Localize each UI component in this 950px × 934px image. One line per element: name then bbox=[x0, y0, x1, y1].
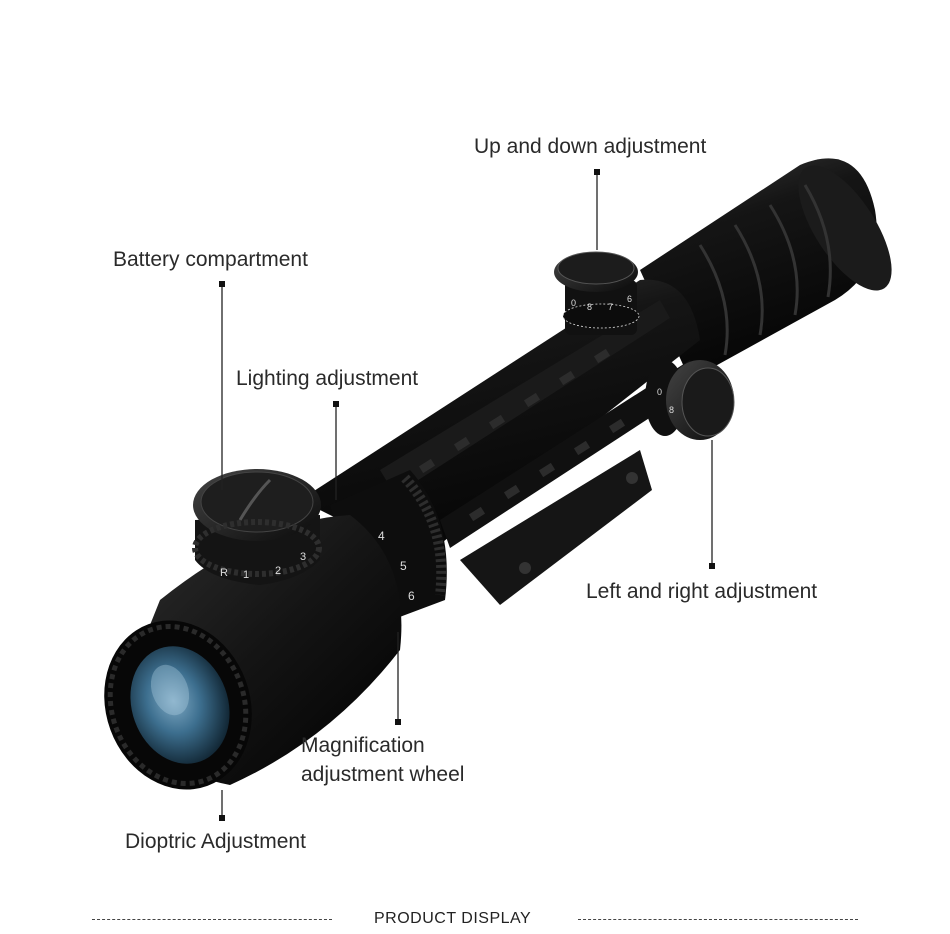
elevation-mark-0: 0 bbox=[571, 298, 576, 308]
illumination-mark-1: 1 bbox=[243, 569, 249, 581]
objective-lens bbox=[104, 620, 252, 790]
callout-lines bbox=[221, 172, 713, 818]
elevation-mark-8: 8 bbox=[587, 302, 592, 312]
eyepiece bbox=[640, 158, 892, 380]
illumination-mark-r: R bbox=[220, 567, 228, 579]
illumination-mark-2: 2 bbox=[275, 565, 281, 577]
label-magnification-line2: adjustment wheel bbox=[301, 763, 465, 786]
windage-turret: 0 8 bbox=[645, 360, 735, 440]
label-battery-compartment: Battery compartment bbox=[113, 248, 308, 271]
elevation-turret: 0 8 7 6 bbox=[554, 251, 640, 335]
magnification-mark-4: 4 bbox=[378, 529, 385, 543]
elevation-mark-6: 6 bbox=[627, 294, 632, 304]
label-magnification-line1: Magnification bbox=[301, 734, 425, 757]
elevation-mark-7: 7 bbox=[608, 302, 613, 312]
windage-mark-0: 0 bbox=[657, 387, 662, 397]
picatinny-rail bbox=[380, 300, 700, 548]
footer-divider-left bbox=[92, 919, 332, 920]
label-left-right-adjustment: Left and right adjustment bbox=[586, 580, 818, 603]
mount-base bbox=[460, 450, 652, 605]
windage-mark-8: 8 bbox=[669, 405, 674, 415]
footer-title: PRODUCT DISPLAY bbox=[374, 910, 532, 927]
label-lighting-adjustment: Lighting adjustment bbox=[236, 367, 419, 390]
magnification-mark-6: 6 bbox=[408, 589, 415, 603]
label-dioptric-adjustment: Dioptric Adjustment bbox=[125, 830, 306, 853]
footer-divider-right bbox=[578, 919, 858, 920]
magnification-mark-5: 5 bbox=[400, 559, 407, 573]
callout-dots bbox=[219, 169, 715, 821]
label-up-down-adjustment: Up and down adjustment bbox=[474, 135, 707, 158]
illumination-mark-3: 3 bbox=[300, 551, 306, 563]
battery-turret: R 1 2 3 bbox=[192, 469, 322, 585]
